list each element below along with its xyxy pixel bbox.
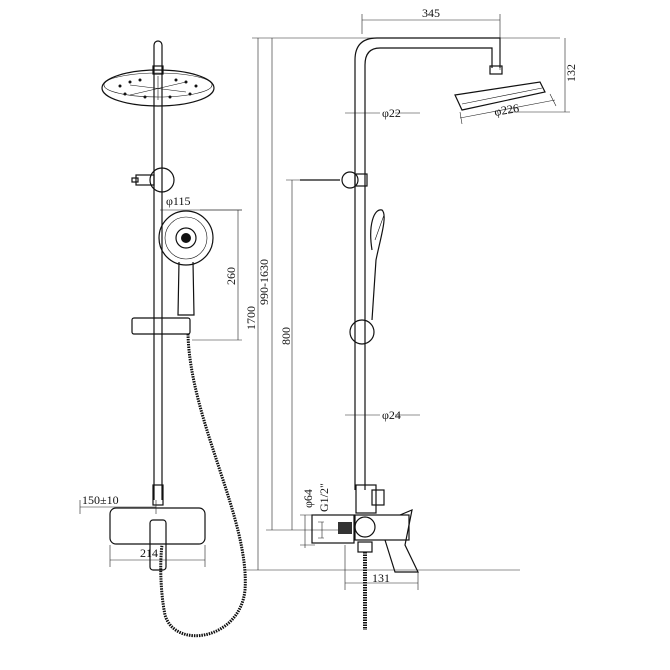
dim-bracket-height: 800 [279, 327, 293, 345]
shower-arm [354, 37, 501, 490]
dim-arm-length: 345 [422, 6, 440, 20]
slider-knob [349, 319, 375, 345]
side-shower-head [454, 65, 546, 111]
dim-mixer-width: 214 [140, 546, 158, 560]
dim-adjust-range: 990-1630 [257, 259, 271, 305]
wall-bracket [131, 167, 175, 193]
dim-mixer-depth: 131 [372, 571, 390, 585]
dim-pipe-lower: φ24 [382, 408, 401, 422]
dim-head-drop: 132 [564, 64, 578, 82]
dim-centers: 150±10 [82, 493, 119, 507]
dim-head: φ226 [493, 101, 520, 119]
mixer-valve [109, 484, 206, 571]
side-hand-shower [370, 209, 385, 321]
shower-hose [159, 333, 247, 638]
front-view: 150±10 214 φ115 260 1700 990-1630 800 [79, 37, 560, 638]
dim-wall-flange: φ64 [301, 489, 315, 508]
hand-shower [158, 210, 214, 316]
riser-pipe-upper [153, 40, 163, 500]
overhead-shower-head [101, 65, 215, 107]
dim-thread: G1/2" [317, 483, 331, 512]
side-mixer [311, 484, 419, 573]
side-wall-bracket [300, 171, 368, 189]
dim-hand-length: 260 [224, 267, 238, 285]
dim-total-height: 1700 [244, 306, 258, 330]
side-view: φ22 φ226 345 132 φ24 φ64 [300, 6, 578, 630]
dim-pipe-upper: φ22 [382, 106, 401, 120]
slide-bar-holder [131, 317, 191, 335]
dim-hand-head: φ115 [166, 194, 190, 208]
